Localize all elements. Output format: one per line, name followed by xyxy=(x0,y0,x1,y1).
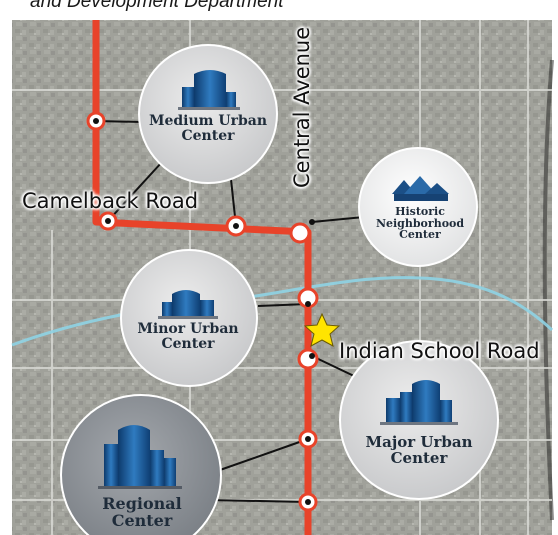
left-margin-strip xyxy=(0,0,12,535)
major-urban-center-label: Major Urban Center xyxy=(365,433,473,467)
freeway-curve xyxy=(542,59,554,521)
major-urban-building-icon xyxy=(380,380,458,425)
minor-urban-building-icon xyxy=(158,290,218,319)
road-label-central-avenue: Central Avenue xyxy=(290,26,314,188)
center-label-line: Center xyxy=(390,448,448,467)
center-label-line: Center xyxy=(111,510,173,530)
historic-neighborhood-center-label: Historic Neighborhood Center xyxy=(376,206,464,241)
regional-tower-icon xyxy=(98,425,182,489)
canal xyxy=(11,276,554,347)
historic-house-icon xyxy=(392,176,449,201)
node-indian-school xyxy=(297,348,319,370)
center-label-line: Center xyxy=(181,127,235,144)
medium-urban-building-icon xyxy=(178,70,240,110)
leader-dots xyxy=(93,118,315,505)
center-label-line: Center xyxy=(399,228,441,242)
medium-urban-center-circle xyxy=(138,44,278,184)
road-label-indian-school: Indian School Road xyxy=(339,339,540,363)
medium-urban-center-label: Medium Urban Center xyxy=(149,114,267,143)
center-label-line: Regional xyxy=(102,494,182,513)
center-label-line: Minor Urban xyxy=(137,321,239,337)
right-margin-strip xyxy=(552,0,558,535)
regional-center-label: Regional Center xyxy=(102,494,182,530)
landmark-star-icon xyxy=(303,312,341,347)
header-caption: and Development Department xyxy=(30,0,284,12)
center-label-line: Historic xyxy=(395,205,445,218)
header-banner: and Development Department xyxy=(0,0,558,20)
node-camelback-central xyxy=(289,222,311,244)
historic-neighborhood-center-circle xyxy=(358,147,478,267)
center-label-line: Medium Urban xyxy=(148,113,268,129)
center-label-line: Neighborhood xyxy=(375,216,465,230)
minor-urban-center-label: Minor Urban Center xyxy=(137,322,238,351)
center-label-line: Major Urban xyxy=(365,433,473,451)
center-label-line: Center xyxy=(161,335,215,352)
road-label-camelback: Camelback Road xyxy=(22,189,199,213)
